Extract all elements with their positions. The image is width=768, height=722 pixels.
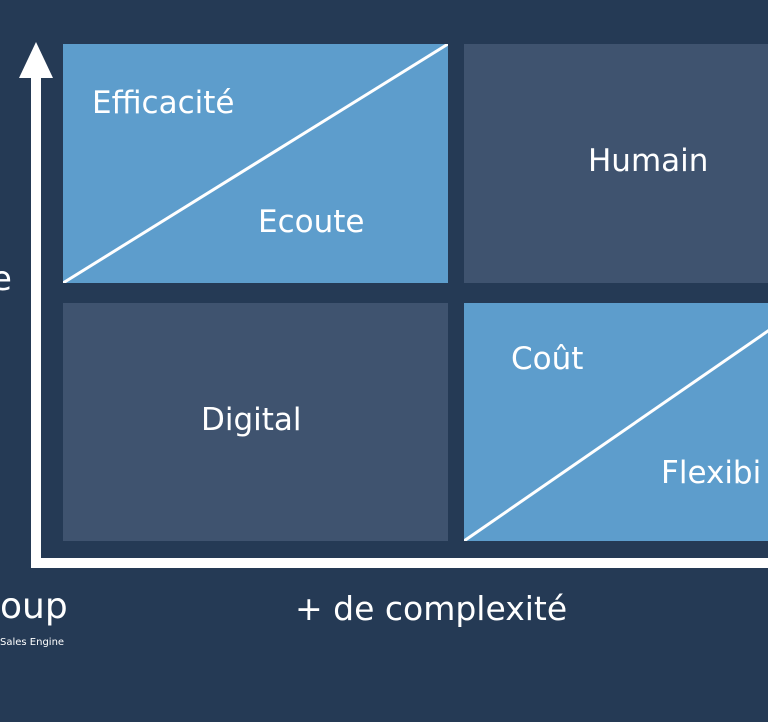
diagonal-divider	[63, 44, 448, 283]
diagonal-divider	[464, 329, 768, 541]
quadrant-top-left: Efficacité Ecoute	[63, 44, 448, 283]
quadrant-top-right: Humain	[464, 44, 768, 283]
y-axis-arrow-icon	[19, 42, 53, 78]
x-axis-label: + de complexité	[295, 589, 568, 628]
quadrant-label-efficacite: Efficacité	[92, 85, 235, 121]
brand-tagline-fragment: Sales Engine	[0, 637, 65, 648]
quadrant-label-ecoute: Ecoute	[258, 204, 365, 240]
y-axis-line	[31, 75, 41, 568]
quadrant-label-flexibilite: Flexibi	[661, 455, 762, 491]
quadrant-label-digital: Digital	[201, 402, 302, 438]
y-axis-label-fragment: e	[0, 259, 12, 299]
quadrant-label-humain: Humain	[588, 143, 709, 179]
quadrant-label-cout: Coût	[511, 341, 584, 377]
brand-name-fragment: oup	[0, 586, 68, 627]
quadrant-bottom-right: Coût Flexibi	[464, 303, 768, 541]
x-axis-line	[31, 558, 768, 568]
quadrant-bottom-left: Digital	[63, 303, 448, 541]
